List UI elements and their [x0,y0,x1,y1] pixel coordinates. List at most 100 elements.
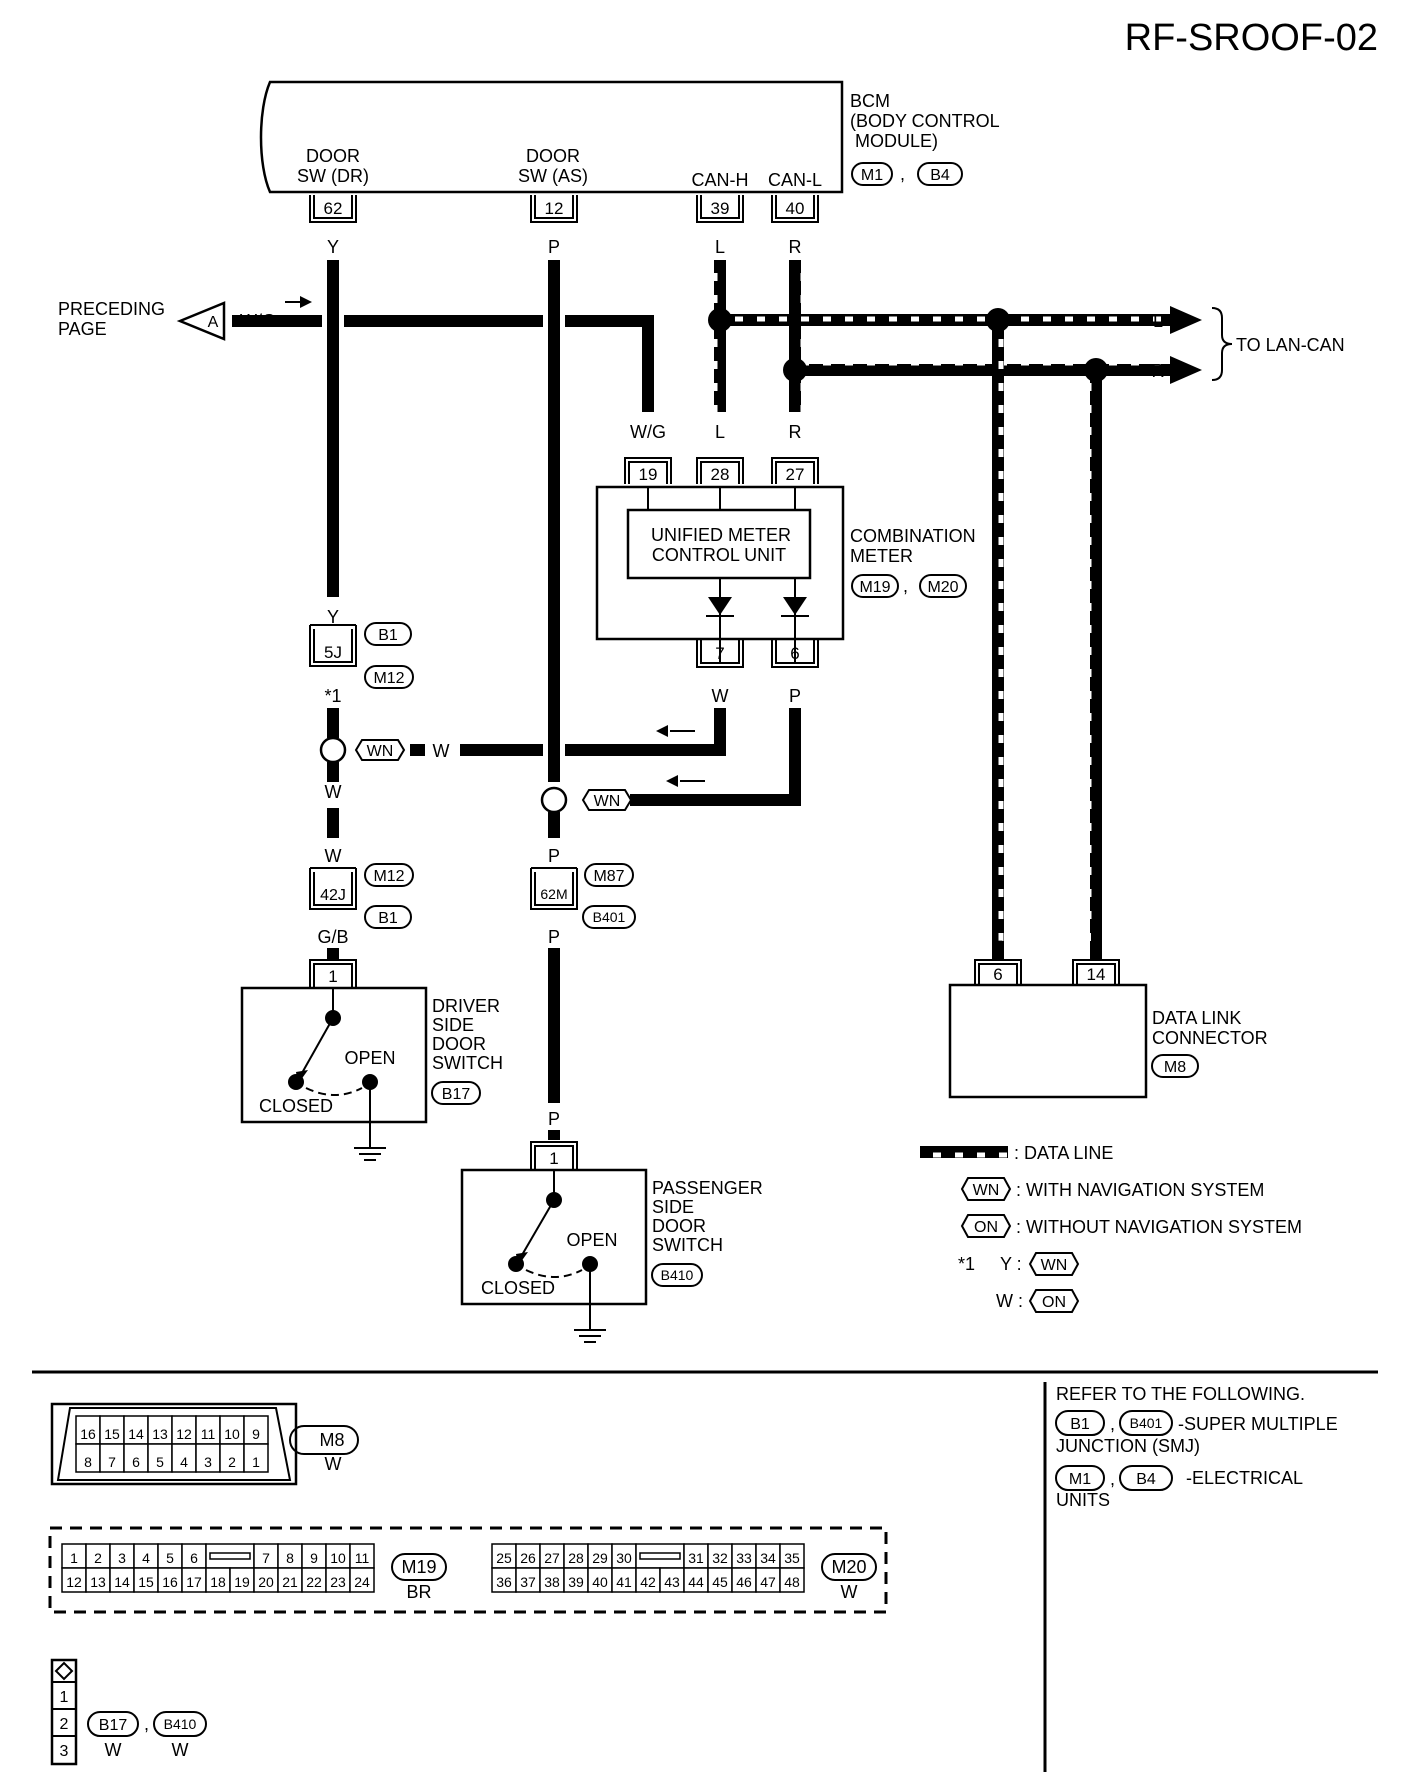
m19-pin-number: 7 [262,1550,270,1566]
m8-pin-number: 16 [80,1426,96,1442]
m19-color: BR [406,1582,431,1602]
svg-text:6: 6 [790,644,799,663]
m8-pin-number: 15 [104,1426,120,1442]
bcm-title-line3: MODULE) [855,131,938,151]
m8-cell [219,1443,245,1473]
m19-pin-number: 21 [282,1574,298,1590]
svg-text:,: , [903,576,908,596]
refer-item2-text2: UNITS [1056,1490,1110,1510]
m20-pin-number: 25 [496,1550,512,1566]
bcm-connector-b4: B4 [917,162,963,186]
m20-cell [635,1543,685,1569]
svg-text:A: A [208,314,219,331]
legend-note-wn: WN [1041,1257,1068,1274]
m8-pin-number: 14 [128,1426,144,1442]
combination-meter: W/G L R 19 28 27 UNIFIED METER CONTROL U… [595,422,976,706]
m20-pin-number: 27 [544,1550,560,1566]
m20-pin-number: 36 [496,1574,512,1590]
pass-label1: PASSENGER [652,1178,763,1198]
m19-cell [109,1567,135,1593]
m20-cell [563,1567,589,1593]
m8-pin-number: 11 [201,1426,216,1442]
jc5j-wire-top: Y [327,607,339,627]
pass-wire: P [548,1109,560,1129]
m19-code: M19 [401,1557,436,1577]
jc5j-note: *1 [324,686,341,706]
wire-label-w-mid: W [433,741,450,761]
m20-cell [491,1543,517,1569]
m19-pin-number: 2 [94,1550,102,1566]
m20-cell [683,1567,709,1593]
svg-text:,: , [144,1714,149,1734]
m20-pin-number: 47 [760,1574,776,1590]
m19-cell [349,1567,375,1593]
jc42j-wire-bottom: G/B [317,927,348,947]
m8-pin-number: 1 [252,1454,260,1470]
door-conn-row1: 1 [60,1689,69,1706]
m20-color: W [841,1582,858,1602]
m19-pin-number: 22 [306,1574,322,1590]
svg-text:14: 14 [1087,965,1106,984]
driver-label4: SWITCH [432,1053,503,1073]
m20-pin-number: 40 [592,1574,608,1590]
m20-pin-number: 45 [712,1574,728,1590]
m20-pin-number: 32 [712,1550,728,1566]
m19-pin-number: 23 [330,1574,346,1590]
pass-label2: SIDE [652,1197,694,1217]
bcm-pin-62: 62 [309,195,357,223]
driver-closed: CLOSED [259,1096,333,1116]
jc62m-wire-bottom: P [548,927,560,947]
m20-pin-number: 42 [640,1574,656,1590]
preceding-page-label1: PRECEDING [58,299,165,319]
wn-label-right: WN [594,793,621,810]
dlc-wire-r: R [1090,926,1103,946]
jc62m-conn-b401: B401 [593,909,626,925]
m19-cell [229,1567,255,1593]
driver-label2: SIDE [432,1015,474,1035]
svg-text:27: 27 [786,465,805,484]
m19-pin-number: 4 [142,1550,150,1566]
m20-code: M20 [831,1557,866,1577]
cm-conn-m19: M19 [859,579,890,596]
to-lan-can-label: TO LAN-CAN [1236,335,1345,355]
m20-pin-number: 31 [688,1550,704,1566]
cm-wire-r: R [789,422,802,442]
bcm-connector-m1: M1 [851,162,893,186]
m19-pin-number: 10 [330,1550,346,1566]
m20-pin-number: 28 [568,1550,584,1566]
m20-cell [515,1543,541,1569]
preceding-wire-label: W/G [240,311,276,331]
cm-wire-w-bottom: W [712,686,729,706]
m20-pin-number: 33 [736,1550,752,1566]
cm-inner-line1: UNIFIED METER [651,525,791,545]
wire-label-l-top: L [715,237,725,257]
m20-cell [731,1543,757,1569]
m20-cell [611,1567,637,1593]
bcm-pin-40: 40 [771,195,819,223]
legend: : DATA LINE WN : WITH NAVIGATION SYSTEM … [920,1143,1302,1313]
bcm-module: BCM (BODY CONTROL MODULE) M1 , B4 DOOR S… [259,80,1000,194]
dlc-label1: DATA LINK [1152,1008,1241,1028]
m19-cell [157,1567,183,1593]
m19-pin-number: 5 [166,1550,174,1566]
m20-pin-number: 29 [592,1550,608,1566]
legend-note-mark: *1 [958,1254,975,1274]
m20-cell [683,1543,709,1569]
m20-pin-number: 35 [784,1550,800,1566]
cm-wire-l: L [715,422,725,442]
cm-wire-wg: W/G [630,422,666,442]
legend-note-on: ON [1042,1294,1066,1311]
cm-conn-m20: M20 [927,579,958,596]
svg-text:M1: M1 [861,167,883,184]
m19-pin-number: 9 [310,1550,318,1566]
m20-key-slot [639,1552,681,1560]
m19-pin-number: 11 [355,1550,370,1566]
svg-text:,: , [900,164,905,184]
wire-label-r-top: R [789,237,802,257]
cm-wire-p-bottom: P [789,686,801,706]
door-conn-row3: 3 [60,1743,69,1760]
m20-pin-number: 46 [736,1574,752,1590]
